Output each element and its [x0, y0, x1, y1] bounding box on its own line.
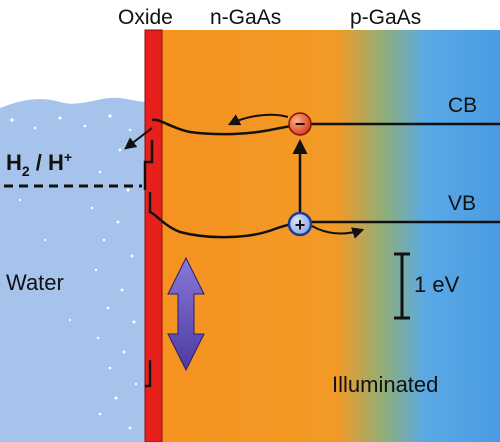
electron-sign: −	[295, 114, 306, 134]
water-region	[0, 97, 152, 442]
oxide-step-upper	[143, 140, 154, 190]
electron-icon	[288, 112, 312, 136]
n-gaas-label: n-GaAs	[210, 6, 281, 29]
double-arrow-icon	[167, 256, 205, 372]
hole-sign: +	[295, 215, 306, 235]
transfer-arrow	[124, 127, 153, 150]
cb-label: CB	[448, 94, 477, 117]
scale-label: 1 eV	[414, 272, 460, 297]
hole-drift-arrow	[311, 225, 365, 239]
bubbles	[10, 114, 138, 430]
hole-icon	[287, 211, 313, 237]
water-label: Water	[6, 270, 64, 295]
redox-label: H2 / H+	[6, 149, 72, 179]
oxide-step-lower	[145, 360, 152, 388]
illuminated-label: Illuminated	[332, 372, 438, 397]
vb-label: VB	[448, 192, 476, 215]
oxide-layer	[144, 29, 163, 442]
p-gaas-label: p-GaAs	[350, 6, 421, 29]
oxide-label: Oxide	[118, 6, 173, 29]
electron-drift-arrow	[227, 113, 289, 126]
